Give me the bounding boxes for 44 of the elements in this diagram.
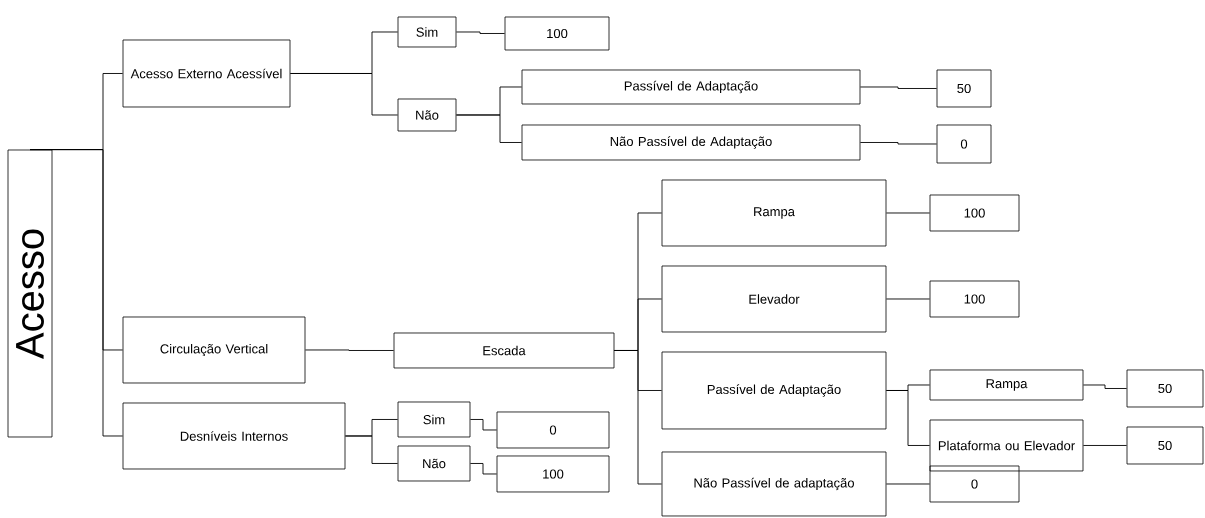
option-box: Circulação Vertical	[122, 316, 306, 384]
option-box: Rampa	[929, 369, 1084, 401]
option-box: Passível de Adaptação	[521, 69, 861, 105]
title-box: Acesso	[7, 149, 53, 438]
value-box: 100	[929, 280, 1020, 318]
option-box: Desníveis Internos	[122, 402, 346, 470]
value-box: 50	[1126, 426, 1204, 465]
connector	[344, 435, 399, 464]
option-box: Não	[397, 445, 471, 482]
option-box: Escada	[393, 332, 615, 369]
option-box: Não Passível de adaptação	[661, 451, 887, 517]
connector	[455, 114, 523, 143]
option-box: Plataforma ou Elevador	[929, 419, 1084, 472]
option-box: Passível de Adaptação	[661, 351, 887, 430]
option-box: Sim	[397, 401, 471, 438]
connector	[859, 86, 938, 89]
connector	[29, 149, 124, 437]
value-box: 0	[496, 411, 610, 449]
connector	[289, 73, 399, 116]
connector	[885, 390, 931, 446]
connector	[304, 349, 395, 351]
connector	[469, 463, 498, 475]
value-box: 0	[929, 465, 1020, 503]
option-box: Não	[397, 98, 457, 132]
value-box: 50	[1126, 369, 1204, 408]
option-box: Acesso Externo Acessível	[122, 39, 291, 108]
connector	[859, 142, 938, 145]
option-box: Sim	[397, 16, 457, 48]
connector	[1082, 384, 1128, 389]
option-box: Não Passível de Adaptação	[521, 124, 861, 161]
option-box: Elevador	[661, 265, 887, 333]
value-box: 100	[929, 194, 1020, 232]
connector	[469, 419, 498, 431]
connector	[885, 483, 931, 485]
connector	[613, 350, 663, 485]
value-box: 50	[936, 69, 992, 108]
value-box: 100	[496, 455, 610, 493]
connector	[885, 212, 931, 214]
value-box: 0	[936, 124, 992, 164]
connector	[885, 298, 931, 300]
value-box: 100	[504, 16, 610, 51]
option-box: Rampa	[661, 179, 887, 247]
connector	[455, 31, 506, 34]
connector	[1082, 445, 1128, 446]
